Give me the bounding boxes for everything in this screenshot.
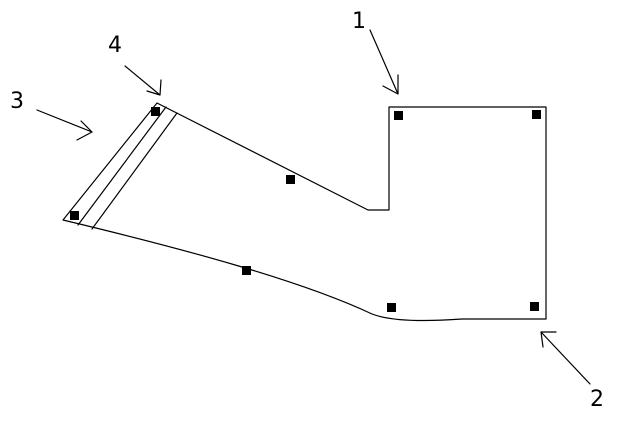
callout-4: 4 — [108, 33, 162, 96]
callout-1-arrow — [369, 29, 399, 95]
callout-2: 2 — [540, 331, 604, 412]
shape-outline — [62, 102, 547, 322]
callout-4-arrow — [124, 65, 162, 96]
vertex-handle-top-left-rect[interactable] — [394, 111, 403, 120]
vertex-handle-lower-edge[interactable] — [242, 266, 251, 275]
callout-2-number: 2 — [590, 387, 604, 412]
vertex-handle-upper-edge[interactable] — [286, 175, 295, 184]
vertex-handle-left-top[interactable] — [151, 107, 160, 116]
vertex-handle-bottom-mid[interactable] — [387, 303, 396, 312]
callout-1-number: 1 — [352, 9, 366, 34]
callout-3-number: 3 — [10, 89, 24, 114]
vertex-handle-left-bottom[interactable] — [70, 211, 79, 220]
callout-2-arrow — [540, 331, 591, 385]
callout-1: 1 — [352, 9, 399, 95]
vertex-handle-top-right-rect[interactable] — [532, 110, 541, 119]
callout-4-number: 4 — [108, 33, 122, 58]
callout-3: 3 — [10, 89, 93, 141]
callout-3-arrow — [36, 109, 93, 141]
band-line-2 — [91, 112, 178, 230]
vertex-handle-bottom-right[interactable] — [530, 302, 539, 311]
band-line-1 — [77, 106, 167, 226]
